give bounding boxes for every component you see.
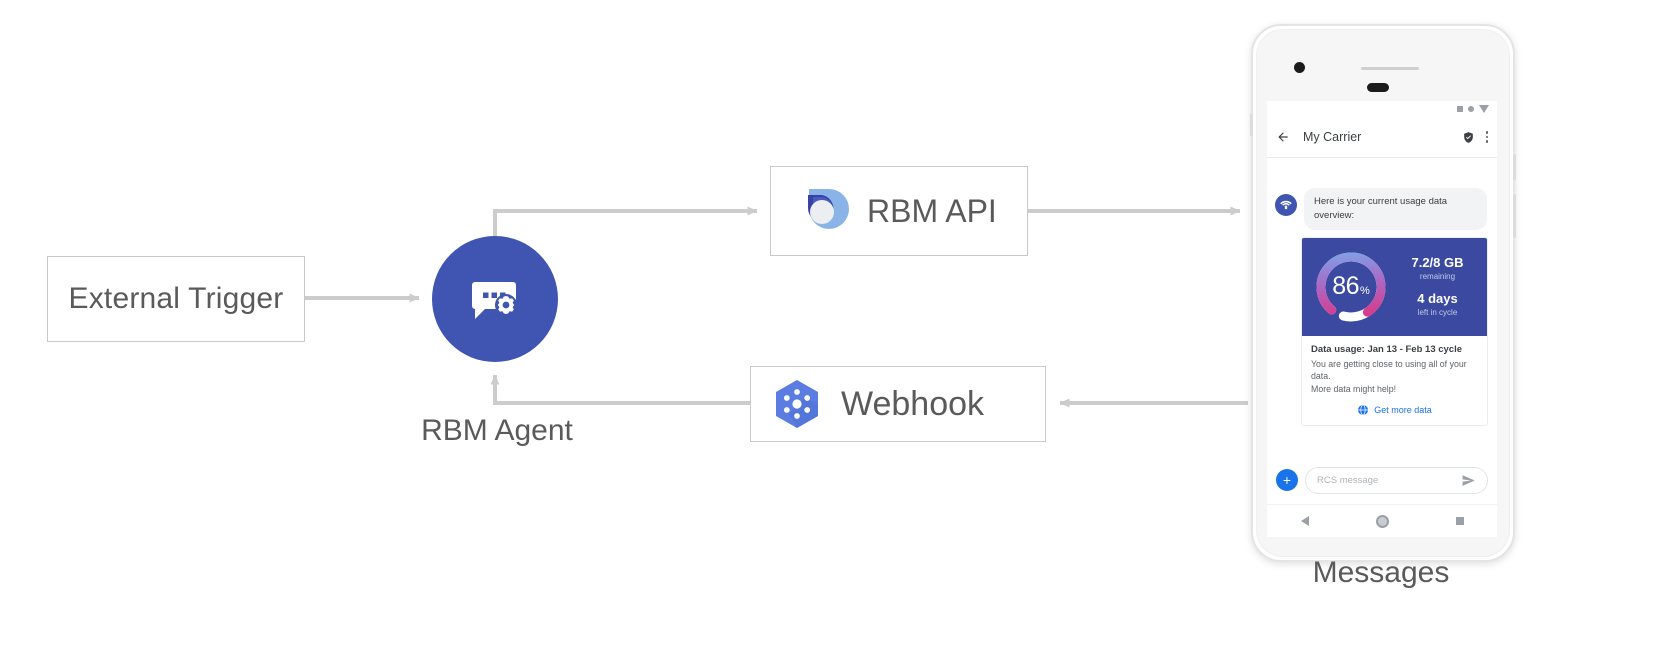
chat-gear-icon — [472, 282, 517, 319]
get-more-data-button[interactable]: Get more data — [1311, 404, 1478, 416]
webhook-node[interactable]: Webhook — [750, 366, 1046, 442]
android-nav-bar — [1267, 504, 1497, 537]
phone-power-button[interactable] — [1513, 154, 1516, 180]
external-trigger-label: External Trigger — [68, 282, 284, 315]
square-icon — [1457, 106, 1463, 112]
gauge-value: 86 — [1332, 272, 1360, 301]
card-description: You are getting close to using all of yo… — [1311, 358, 1478, 396]
send-icon[interactable] — [1461, 473, 1476, 488]
card-description-line-1: You are getting close to using all of yo… — [1311, 358, 1467, 382]
get-more-data-label: Get more data — [1374, 404, 1432, 415]
app-bar: My Carrier — [1267, 117, 1497, 158]
message-bubble: Here is your current usage data overview… — [1304, 188, 1487, 230]
stat-data-value: 7.2/8 GB — [1411, 254, 1464, 270]
card-body: Data usage: Jan 13 - Feb 13 cycle You ar… — [1302, 335, 1487, 425]
rbm-agent-node[interactable] — [432, 236, 558, 362]
back-arrow-icon[interactable] — [1276, 130, 1290, 144]
hero-stats: 7.2/8 GB remaining 4 days left in cycle — [1394, 254, 1481, 318]
app-bar-title: My Carrier — [1303, 130, 1362, 144]
webhook-hexagon-icon — [776, 380, 818, 428]
overflow-menu-icon[interactable] — [1485, 131, 1488, 143]
dot-icon — [1468, 106, 1474, 112]
stat-data-caption: remaining — [1419, 272, 1456, 282]
stat-days-left: 4 days left in cycle — [1417, 291, 1458, 318]
rbm-api-label: RBM API — [867, 192, 997, 229]
external-trigger-node[interactable]: External Trigger — [47, 256, 305, 342]
status-bar — [1267, 101, 1497, 117]
rcs-message-placeholder: RCS message — [1317, 474, 1379, 486]
incoming-message-row: Here is your current usage data overview… — [1267, 166, 1497, 230]
messages-caption: Messages — [1312, 556, 1450, 589]
connector-webhook-to-agent — [490, 374, 750, 405]
phone-earpiece — [1361, 67, 1419, 70]
plus-icon[interactable]: + — [1276, 469, 1298, 491]
phone-volume-button[interactable] — [1513, 194, 1516, 238]
stat-days-value: 4 days — [1417, 291, 1458, 307]
gauge-unit: % — [1360, 284, 1370, 297]
stat-data-remaining: 7.2/8 GB remaining — [1411, 254, 1464, 282]
conversation-area: Here is your current usage data overview… — [1267, 158, 1497, 505]
card-hero: 86 % 7.2/8 GB remaining 4 days lef — [1302, 237, 1487, 336]
message-composer: + RCS message — [1267, 459, 1497, 501]
data-usage-gauge: 86 % — [1308, 244, 1394, 330]
phone-camera-icon — [1294, 62, 1305, 73]
home-circle-icon[interactable] — [1375, 514, 1389, 528]
verified-shield-icon[interactable] — [1462, 131, 1475, 144]
gauge-readout: 86 % — [1308, 244, 1394, 330]
back-triangle-icon[interactable] — [1300, 516, 1309, 526]
card-description-line-2: More data might help! — [1311, 384, 1397, 395]
phone-device: My Carrier — [1250, 24, 1516, 562]
phone-sim-tray — [1250, 114, 1253, 136]
phone-sensor — [1367, 83, 1389, 92]
stat-days-caption: left in cycle — [1417, 308, 1458, 318]
carrier-wifi-avatar-icon — [1275, 194, 1297, 216]
rbm-api-node[interactable]: RBM API — [770, 166, 1028, 256]
connector-agent-to-api — [493, 206, 758, 236]
rbm-agent-label: RBM Agent — [421, 414, 573, 447]
triangle-icon — [1479, 105, 1489, 113]
card-title: Data usage: Jan 13 - Feb 13 cycle — [1311, 343, 1463, 355]
webhook-label: Webhook — [841, 384, 985, 423]
recents-square-icon[interactable] — [1455, 517, 1464, 525]
phone-screen: My Carrier — [1267, 101, 1497, 537]
rbm-api-icon — [803, 189, 849, 229]
rcs-message-input[interactable]: RCS message — [1305, 466, 1488, 494]
globe-icon — [1358, 404, 1369, 416]
rich-card[interactable]: 86 % 7.2/8 GB remaining 4 days lef — [1301, 236, 1488, 426]
